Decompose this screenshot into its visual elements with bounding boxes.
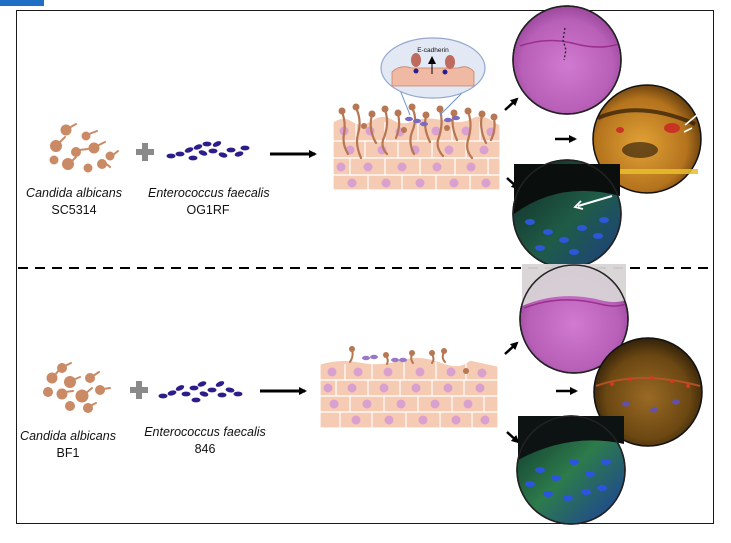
arrow-to-he-top xyxy=(504,97,519,111)
bottom-candida-strain: BF1 xyxy=(56,446,80,460)
candida-cluster-bottom xyxy=(43,362,111,413)
bottom-enterococcus-label: Enterococcus faecalis 846 xyxy=(140,424,270,458)
top-enterococcus-species: Enterococcus faecalis xyxy=(148,186,270,200)
he-micrograph-bottom xyxy=(519,264,629,374)
corner-tab xyxy=(0,0,44,6)
bottom-candida-species: Candida albicans xyxy=(20,429,116,443)
bottom-epithelium xyxy=(319,346,499,429)
top-candida-species: Candida albicans xyxy=(26,186,122,200)
fluorescence-micrograph-bottom xyxy=(516,415,626,525)
top-enterococcus-label: Enterococcus faecalis OG1RF xyxy=(148,185,270,219)
enterococcus-cluster xyxy=(166,141,250,161)
e-cadherin-inset: E-cadherin xyxy=(380,37,486,116)
top-candida-strain: SC5314 xyxy=(51,203,97,217)
enterococcus-cluster-bottom xyxy=(158,381,243,403)
plus-icon-bottom xyxy=(130,381,148,399)
arrow-to-if-bottom xyxy=(506,431,520,444)
candida-cluster xyxy=(49,123,119,173)
inset-label: E-cadherin xyxy=(417,47,449,54)
arrow-to-he-bottom xyxy=(504,341,519,355)
figure-frame xyxy=(16,10,714,524)
bottom-enterococcus-species: Enterococcus faecalis xyxy=(144,425,266,439)
fluorescence-micrograph-top xyxy=(512,159,622,269)
bottom-enterococcus-strain: 846 xyxy=(194,442,216,456)
he-micrograph-top xyxy=(512,5,622,115)
top-candida-label: Candida albicans SC5314 xyxy=(24,185,124,219)
plus-icon xyxy=(136,143,154,161)
top-enterococcus-strain: OG1RF xyxy=(186,203,230,217)
bottom-candida-label: Candida albicans BF1 xyxy=(18,428,118,462)
top-epithelium xyxy=(332,103,501,191)
